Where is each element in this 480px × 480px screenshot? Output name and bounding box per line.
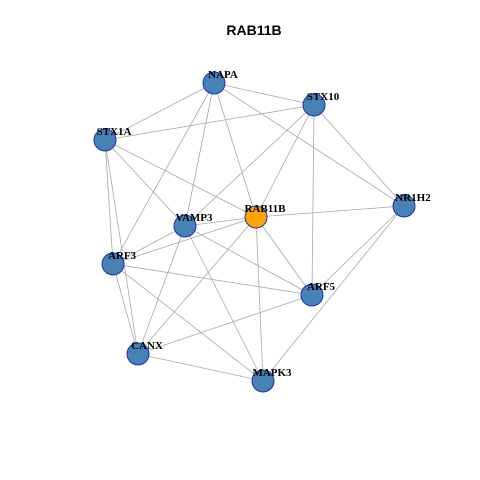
- node-nr1h2: NR1H2: [392, 192, 431, 218]
- node-label-canx: CANX: [131, 340, 163, 352]
- node-stx1a: STX1A: [93, 126, 132, 152]
- node-label-arf5: ARF5: [307, 281, 336, 293]
- node-circle-vamp3: [173, 214, 197, 238]
- edge-nr1h2-arf5: [311, 205, 405, 296]
- node-circle-rab11b: [244, 205, 268, 229]
- node-stx10: STX10: [302, 91, 340, 117]
- edge-arf3-arf5: [112, 263, 313, 296]
- edge-nr1h2-mapk3: [262, 205, 405, 382]
- node-label-arf3: ARF3: [108, 250, 137, 262]
- edge-stx1a-vamp3: [104, 139, 186, 227]
- node-napa: NAPA: [202, 69, 238, 95]
- edge-rab11b-arf3: [112, 216, 257, 265]
- edge-stx10-arf5: [311, 104, 315, 296]
- node-label-nr1h2: NR1H2: [395, 192, 431, 204]
- diagram-title: RAB11B: [226, 22, 281, 38]
- node-arf3: ARF3: [101, 250, 137, 276]
- edge-stx1a-arf3: [104, 139, 114, 265]
- node-circle-mapk3: [251, 369, 275, 393]
- node-vamp3: VAMP3: [173, 212, 213, 238]
- edge-stx10-stx1a: [104, 104, 315, 141]
- edge-napa-stx1a: [104, 82, 215, 141]
- node-circle-arf3: [101, 252, 125, 276]
- edge-vamp3-arf5: [184, 225, 313, 296]
- node-circle-nr1h2: [392, 194, 416, 218]
- node-label-stx10: STX10: [307, 91, 340, 103]
- node-label-stx1a: STX1A: [97, 126, 132, 138]
- node-circle-stx1a: [93, 128, 117, 152]
- edge-napa-vamp3: [184, 82, 215, 227]
- node-canx: CANX: [126, 340, 163, 366]
- node-rab11b: RAB11B: [244, 203, 287, 229]
- edge-napa-nr1h2: [213, 82, 405, 207]
- node-circle-arf5: [300, 283, 324, 307]
- edge-arf3-mapk3: [112, 263, 264, 382]
- edge-vamp3-canx: [137, 225, 186, 355]
- node-circle-napa: [202, 71, 226, 95]
- edge-rab11b-vamp3: [184, 216, 257, 227]
- edge-stx10-nr1h2: [313, 104, 405, 207]
- edge-napa-rab11b: [213, 82, 257, 218]
- edge-stx10-vamp3: [184, 104, 315, 227]
- edge-rab11b-canx: [137, 216, 257, 355]
- edge-nr1h2-rab11b: [255, 205, 405, 218]
- edge-stx10-rab11b: [255, 104, 315, 218]
- edge-canx-mapk3: [137, 353, 264, 382]
- node-mapk3: MAPK3: [251, 367, 292, 393]
- node-label-vamp3: VAMP3: [175, 212, 213, 224]
- edge-vamp3-arf3: [112, 225, 186, 265]
- node-label-mapk3: MAPK3: [252, 367, 292, 379]
- edge-arf5-canx: [137, 294, 313, 355]
- edge-arf3-canx: [112, 263, 139, 355]
- edge-rab11b-mapk3: [255, 216, 264, 382]
- edge-napa-stx10: [213, 82, 315, 106]
- edge-vamp3-mapk3: [184, 225, 264, 382]
- edge-stx1a-canx: [104, 139, 139, 355]
- node-label-napa: NAPA: [208, 69, 238, 81]
- edges-layer: [104, 82, 405, 382]
- edge-rab11b-arf5: [255, 216, 313, 296]
- edge-stx1a-rab11b: [104, 139, 257, 218]
- edge-napa-arf3: [112, 82, 215, 265]
- node-label-rab11b: RAB11B: [245, 203, 287, 215]
- node-arf5: ARF5: [300, 281, 336, 307]
- node-circle-stx10: [302, 93, 326, 117]
- node-circle-canx: [126, 342, 150, 366]
